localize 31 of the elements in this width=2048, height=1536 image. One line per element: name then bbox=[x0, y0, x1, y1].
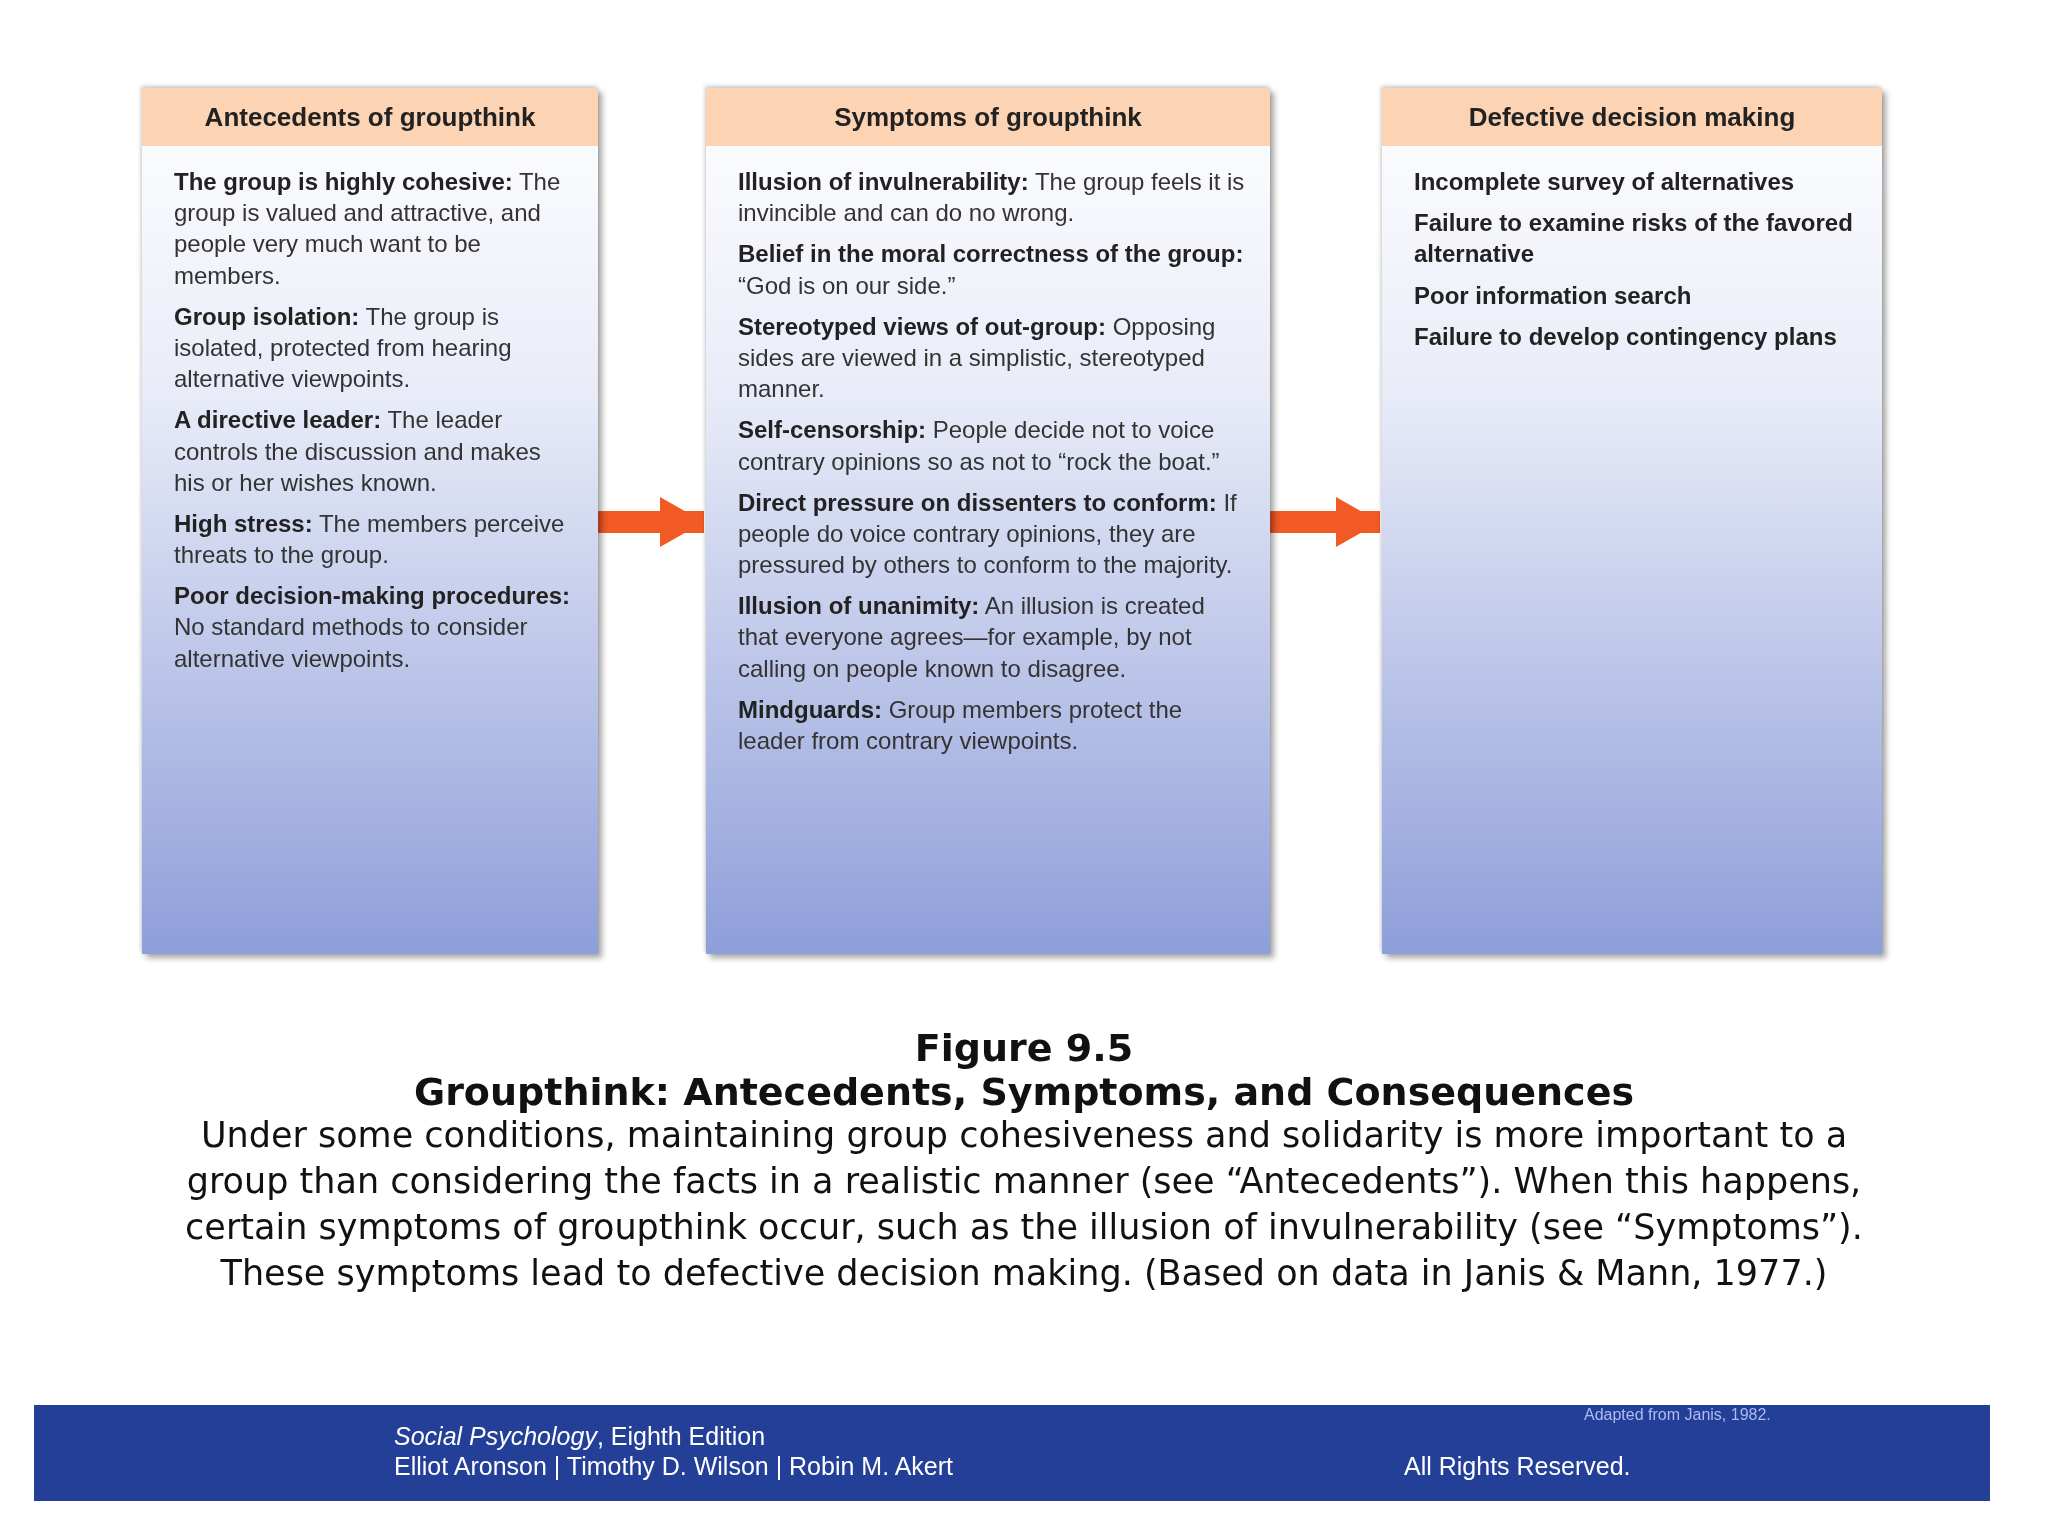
column-panel bbox=[142, 88, 598, 954]
list-item: Direct pressure on dissenters to conform: If people do voice contrary opinions, they are pressured by others to conform to the majority. bbox=[738, 487, 1238, 581]
author-names: Elliot Aronson | Timothy D. Wilson | Robin M. Akert bbox=[394, 1451, 954, 1481]
figure-title: Groupthink: Antecedents, Symptoms, and Consequences bbox=[412, 1070, 1636, 1114]
arrow bbox=[1270, 497, 1380, 547]
list-item: Incomplete survey of alternatives bbox=[1414, 167, 1796, 197]
list-item: Mindguards: Group members protect the leader from contrary viewpoints. bbox=[738, 694, 1184, 756]
column-heading: Defective decision making bbox=[1382, 88, 1882, 146]
source-note: Adapted from Janis, 1982. bbox=[1584, 1406, 1771, 1424]
column-heading: Antecedents of groupthink bbox=[142, 88, 598, 146]
book-title: Social Psychology, Eighth Edition bbox=[394, 1421, 766, 1451]
column-panel bbox=[706, 88, 1270, 954]
caption: Under some conditions, maintaining group cohesiveness and solidarity is more important to a group than considering the facts in a realistic manner (see “Antecedents”). When this happens, certain symptoms of groupthink occur, such as the illusion of invulnerability (see “Symptoms”). These symptoms lead to defective decision making. (Based on data in Janis & Mann, 1977.) bbox=[184, 1114, 1864, 1295]
list-item: The group is highly cohesive: The group is valued and attractive, and people very much want to be members. bbox=[174, 167, 562, 291]
list-item: Illusion of invulnerability: The group feels it is invincible and can do no wrong. bbox=[738, 167, 1246, 229]
list-item: Group isolation: The group is isolated, protected from hearing alternative viewpoints. bbox=[174, 301, 513, 395]
list-item: Failure to develop contingency plans bbox=[1414, 321, 1838, 352]
column-panel bbox=[1382, 88, 1882, 954]
column-heading: Symptoms of groupthink bbox=[706, 88, 1270, 146]
list-item: Self-censorship: People decide not to voice contrary opinions so as not to “rock the boat.” bbox=[738, 415, 1221, 477]
list-item: Poor decision-making procedures: No standard methods to consider alternative viewpoints. bbox=[174, 581, 572, 674]
rights-notice: All Rights Reserved. bbox=[1404, 1451, 1631, 1481]
figure-number: Figure 9.5 bbox=[913, 1026, 1135, 1070]
list-item: Poor information search bbox=[1414, 280, 1693, 311]
list-item: Belief in the moral correctness of the group: “God is on our side.” bbox=[738, 239, 1245, 301]
list-item: A directive leader: The leader controls the discussion and makes his or her wishes known. bbox=[174, 405, 542, 498]
arrow bbox=[598, 497, 704, 547]
list-item: High stress: The members perceive threats to the group. bbox=[174, 508, 566, 571]
list-item: Stereotyped views of out-group: Opposing sides are viewed in a simplistic, stereotyped manner. bbox=[738, 311, 1217, 405]
list-item: Illusion of unanimity: An illusion is created that everyone agrees—for example, by not calling on people known to disagree. bbox=[738, 591, 1206, 684]
list-item: Failure to examine risks of the favored alternative bbox=[1414, 208, 1854, 270]
